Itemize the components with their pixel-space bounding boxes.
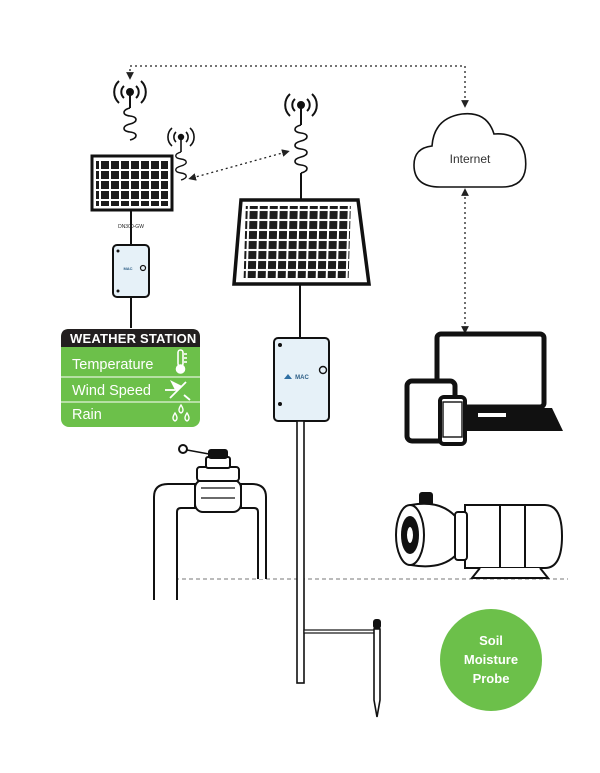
raindrops-icon [172, 403, 190, 422]
node-pole [296, 420, 305, 684]
field-node-station: MAC [232, 93, 381, 718]
mac-logo: MAC [295, 375, 309, 381]
node-enclosure: MAC [273, 337, 330, 422]
probe-label-line-2: Moisture [464, 652, 518, 667]
solar-panel-icon [90, 154, 174, 212]
gateway-label: DN300-GW [118, 224, 144, 230]
weather-station-title: WEATHER STATION [70, 331, 197, 346]
antenna-icon [167, 127, 195, 181]
phone-icon [438, 395, 467, 446]
internet-label: Internet [450, 152, 491, 166]
probe-label-line-3: Probe [473, 671, 510, 686]
gateway-enclosure: MAC [112, 244, 150, 298]
soil-moisture-probe-badge: Soil Moisture Probe [440, 609, 542, 711]
probe-arm [303, 629, 379, 634]
probe-label-line-1: Soil [479, 633, 503, 648]
cloud-icon [413, 112, 527, 188]
wind-vane-icon [165, 379, 191, 401]
user-devices [404, 331, 563, 446]
weather-station-header [61, 329, 200, 347]
internet-cloud: Internet [413, 112, 527, 188]
thermometer-icon [175, 349, 187, 374]
antenna-icon [284, 93, 318, 174]
link-gateway-node [188, 149, 290, 181]
weather-station-panel: WEATHER STATION Temperature Wind Speed R… [61, 329, 200, 427]
mac-logo: MAC [123, 266, 132, 271]
valve-pipe-icon [153, 444, 267, 600]
gateway-station: DN300-GW MAC [90, 80, 195, 328]
link-gateway-internet [126, 65, 469, 108]
antenna-icon [113, 80, 147, 141]
solar-panel-icon [232, 198, 371, 286]
weather-item-temperature: Temperature [72, 357, 153, 373]
water-pump-icon [395, 492, 564, 579]
weather-item-wind-speed: Wind Speed [72, 383, 151, 399]
soil-probe-icon [373, 619, 381, 718]
communication-links [126, 65, 568, 580]
weather-item-rain: Rain [72, 407, 102, 423]
